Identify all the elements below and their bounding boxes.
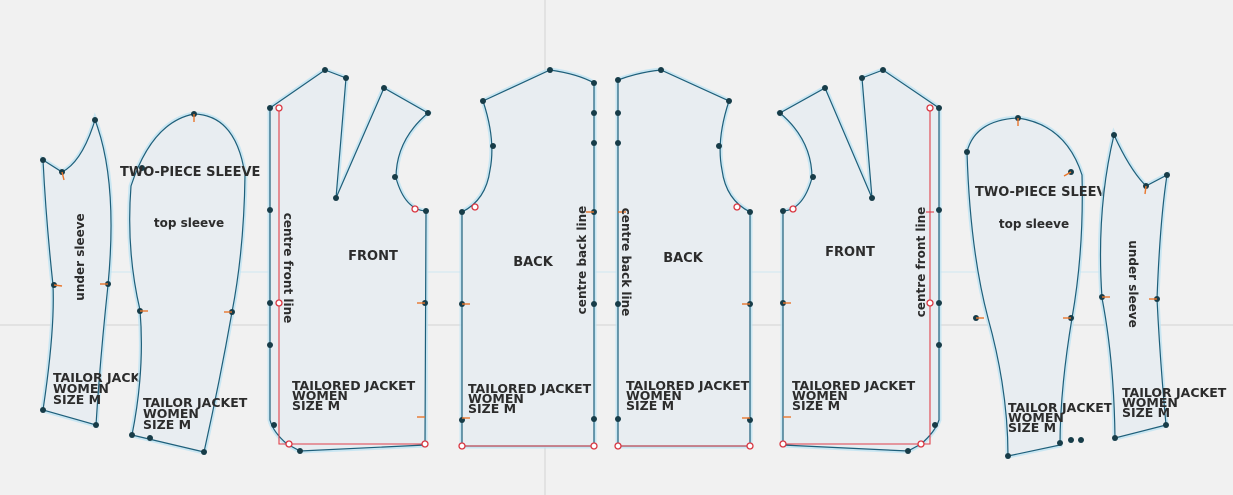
piece-info-line-2: WOMEN <box>792 388 848 403</box>
notch-marks <box>976 118 1072 319</box>
notch-marks <box>783 211 934 418</box>
piece-name: top sleeve <box>999 217 1069 231</box>
piece-name: BACK <box>513 255 554 270</box>
piece-line-label: centre back line <box>575 206 589 315</box>
piece-name: FRONT <box>825 245 875 260</box>
piece-info-line-1: TAILOR JACKET <box>1008 400 1113 415</box>
piece-info-line-1: TAILORED JACKET <box>626 378 750 393</box>
point-markers <box>129 111 235 455</box>
piece-back-left[interactable]: BACK centre back line TAILORED JACKET WO… <box>458 67 598 450</box>
piece-info-line-2: WOMEN <box>292 388 348 403</box>
piece-name: BACK <box>663 251 704 266</box>
piece-info-line-3: SIZE M <box>468 401 516 416</box>
piece-info-line-2: WOMEN <box>1122 395 1178 410</box>
point-markers <box>1099 132 1170 441</box>
piece-line-label: centre back line <box>619 208 633 317</box>
piece-info-line-3: SIZE M <box>1122 405 1170 420</box>
piece-info-line-3: SIZE M <box>292 398 340 413</box>
notch-marks <box>618 211 750 419</box>
piece-top-sleeve-right[interactable]: TWO-PIECE SLEEVE top sleeve TAILOR JACKE… <box>964 115 1115 460</box>
piece-info-line-2: WOMEN <box>468 391 524 406</box>
piece-title: TWO-PIECE SLEEVE <box>975 185 1115 200</box>
notch-marks <box>140 114 232 313</box>
piece-top-sleeve-left[interactable]: TWO-PIECE SLEEVE top sleeve TAILOR JACKE… <box>120 111 260 456</box>
piece-line-label: centre front line <box>914 207 928 318</box>
piece-back-right[interactable]: BACK centre back line TAILORED JACKET WO… <box>614 67 754 450</box>
notch-marks <box>1102 185 1157 300</box>
notch-marks <box>53 171 108 287</box>
piece-info-line-1: TAILOR JACKET <box>1122 385 1227 400</box>
piece-info-line-3: SIZE M <box>626 398 674 413</box>
piece-info-line-3: SIZE M <box>53 392 101 407</box>
piece-info-line-1: TAILORED JACKET <box>792 378 916 393</box>
seam-allowance-line <box>783 108 931 445</box>
notch-marks <box>462 211 594 419</box>
point-markers <box>267 67 431 454</box>
notch-marks <box>417 302 425 418</box>
piece-line-label: under sleeve <box>1126 240 1140 327</box>
piece-info-line-3: SIZE M <box>143 417 191 432</box>
piece-info-line-1: TAILOR JACKET <box>143 395 248 410</box>
piece-under-sleeve-right[interactable]: under sleeve TAILOR JACKET WOMEN SIZE M <box>1098 127 1227 442</box>
piece-info-line-2: WOMEN <box>143 406 199 421</box>
piece-front-right[interactable]: FRONT centre front line TAILORED JACKET … <box>775 67 942 454</box>
point-markers <box>777 67 942 454</box>
piece-line-label: centre front line <box>281 213 295 324</box>
piece-line-label: under sleeve <box>73 213 87 300</box>
seam-allowance-line <box>278 108 425 445</box>
piece-info-line-1: TAILORED JACKET <box>292 378 416 393</box>
piece-info-line-2: WOMEN <box>626 388 682 403</box>
piece-name: top sleeve <box>154 216 224 230</box>
piece-under-sleeve-left[interactable]: under sleeve TAILOR JACKET WOMEN SIZE M <box>40 112 158 429</box>
piece-info-line-1: TAILOR JACKET <box>53 370 158 385</box>
piece-front-left[interactable]: FRONT centre front line TAILORED JACKET … <box>267 67 433 454</box>
piece-info-line-3: SIZE M <box>792 398 840 413</box>
piece-info-line-2: WOMEN <box>53 381 109 396</box>
piece-title: TWO-PIECE SLEEVE <box>120 165 260 180</box>
piece-info-line-3: SIZE M <box>1008 420 1056 435</box>
point-markers <box>458 67 598 450</box>
piece-name: FRONT <box>348 249 398 264</box>
piece-info-line-2: WOMEN <box>1008 410 1064 425</box>
piece-info-line-1: TAILORED JACKET <box>468 381 592 396</box>
